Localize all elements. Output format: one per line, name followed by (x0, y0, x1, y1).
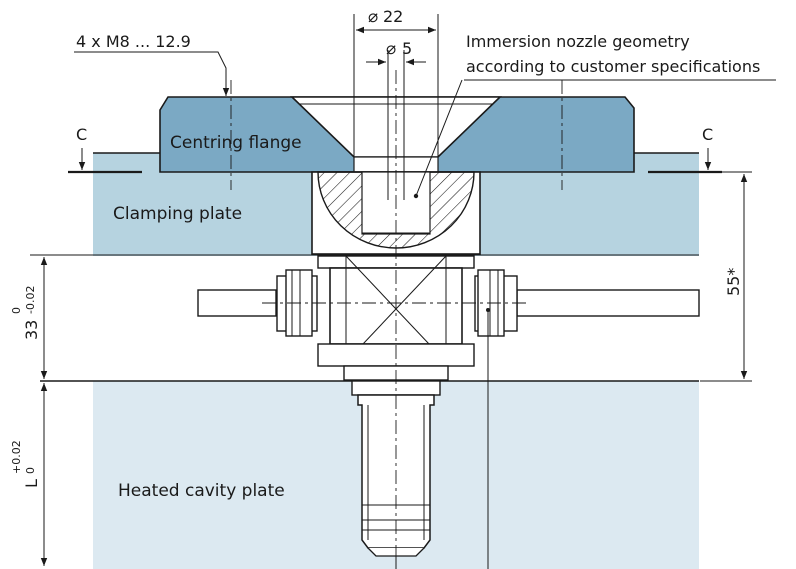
dim-55-label: 55* (724, 268, 743, 296)
section-marker-right: C (702, 125, 713, 144)
pipe-left (197, 289, 277, 317)
dim-33-label: 33 (22, 320, 41, 340)
dia-22-symbol: ⌀ (368, 7, 378, 27)
dim-L-tol-lower: 0 (24, 467, 37, 474)
bolt-spec-label: 4 x M8 ... 12.9 (76, 32, 191, 51)
dia-5-symbol: ⌀ (386, 39, 396, 59)
dim-33-tol-lower: -0.02 (24, 286, 37, 314)
dia-22-label: 22 (383, 7, 403, 26)
dia-5-label: 5 (402, 39, 412, 58)
heated-cavity-plate-label: Heated cavity plate (118, 481, 285, 501)
section-marker-left: C (76, 125, 87, 144)
dim-33-tol-upper: 0 (10, 307, 23, 314)
dim-L-label: L (22, 479, 41, 488)
clamping-plate-label: Clamping plate (113, 204, 242, 224)
dim-L-tol-upper: +0.02 (10, 440, 23, 474)
nozzle-note-line-2: according to customer specifications (466, 57, 760, 76)
pipe-right (516, 289, 700, 317)
centring-flange-label: Centring flange (170, 133, 302, 153)
nozzle-note-line-1: Immersion nozzle geometry (466, 32, 690, 51)
